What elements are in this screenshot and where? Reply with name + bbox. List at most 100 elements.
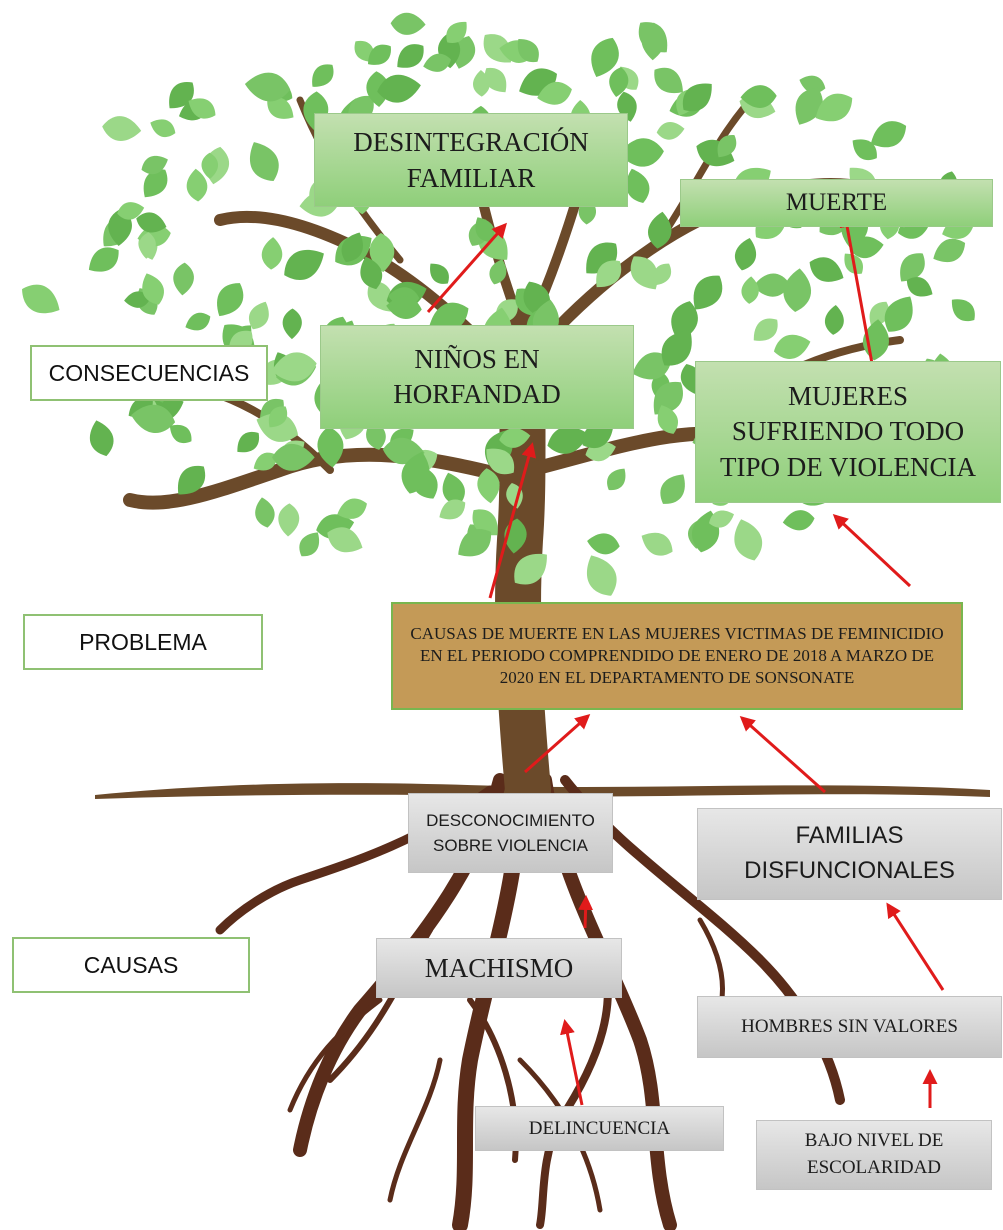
- leaf: [656, 122, 685, 140]
- leaf: [609, 67, 629, 97]
- leaf: [484, 67, 507, 93]
- leaf: [366, 71, 389, 107]
- leaf: [475, 217, 495, 243]
- leaf: [117, 202, 145, 220]
- leaf: [709, 510, 734, 528]
- leaf: [278, 503, 300, 537]
- leaf: [587, 555, 617, 596]
- leaf: [341, 232, 363, 263]
- leaf: [136, 212, 167, 233]
- leaf: [397, 44, 424, 68]
- leaf: [682, 83, 712, 112]
- leaf: [143, 169, 168, 198]
- leaf: [869, 301, 890, 327]
- leaf: [139, 232, 156, 259]
- leaf: [282, 308, 302, 340]
- leaf: [367, 281, 393, 312]
- leaf: [446, 21, 467, 44]
- leaf: [88, 247, 119, 272]
- leaf: [933, 238, 966, 263]
- arrow: [839, 212, 877, 381]
- leaf: [657, 405, 678, 434]
- consequence-desintegracion-familiar: DESINTEGRACIÓN FAMILIAR: [314, 113, 628, 207]
- leaf: [253, 452, 278, 471]
- leaf: [591, 37, 619, 77]
- leaf: [299, 532, 320, 557]
- cause-desconocimiento-sobre-violencia: DESCONOCIMIENTO SOBRE VIOLENCIA: [408, 793, 613, 873]
- cause-machismo: MACHISMO: [376, 938, 622, 998]
- leaf: [217, 283, 244, 317]
- cause-familias-disfuncionales: FAMILIAS DISFUNCIONALES: [697, 808, 1002, 900]
- leaf: [782, 510, 815, 531]
- leaf: [312, 64, 334, 87]
- leaf: [815, 93, 853, 122]
- leaf: [483, 34, 512, 63]
- arrow: [578, 895, 594, 929]
- leaf: [489, 259, 507, 285]
- consequence-muerte: MUERTE: [680, 179, 993, 227]
- leaf: [648, 211, 672, 249]
- leaf: [386, 296, 422, 319]
- leaf: [641, 532, 673, 556]
- leaf: [799, 75, 826, 94]
- leaf: [131, 404, 176, 434]
- leaf: [795, 87, 823, 125]
- leaf: [740, 85, 777, 108]
- leaf: [185, 312, 211, 331]
- arrow: [560, 1019, 584, 1106]
- leaf: [317, 426, 344, 468]
- arrow: [832, 513, 912, 588]
- leaf: [671, 301, 698, 342]
- leaf: [849, 236, 884, 258]
- leaf: [654, 67, 683, 94]
- leaf: [951, 299, 975, 321]
- leaf: [188, 98, 216, 119]
- leaf: [741, 276, 759, 304]
- leaf: [660, 474, 685, 504]
- leaf: [124, 291, 151, 308]
- leaf: [173, 262, 194, 296]
- leaf: [653, 263, 672, 286]
- consequence-mujeres-sufriendo-violencia: MUJERES SUFRIENDO TODO TIPO DE VIOLENCIA: [695, 361, 1001, 503]
- leaf: [249, 142, 279, 182]
- consequence-ninos-en-horfandad: NIÑOS EN HORFANDAD: [320, 325, 634, 429]
- leaf: [783, 268, 811, 312]
- leaf: [261, 237, 283, 270]
- leaf: [693, 275, 723, 310]
- leaf: [773, 334, 811, 359]
- leaf: [177, 465, 206, 495]
- leaf: [142, 273, 164, 305]
- leaf: [284, 250, 324, 280]
- leaf: [514, 553, 547, 585]
- leaf: [267, 97, 294, 119]
- leaf: [734, 238, 757, 271]
- leaf: [906, 277, 933, 297]
- leaf: [734, 519, 763, 561]
- leaf: [271, 352, 317, 382]
- leaf: [641, 22, 666, 61]
- leaf: [430, 263, 449, 284]
- leaf: [337, 498, 367, 519]
- label-problema: PROBLEMA: [23, 614, 263, 670]
- arrow: [524, 714, 591, 774]
- arrow: [739, 716, 826, 794]
- leaf: [661, 330, 692, 366]
- arrow: [488, 442, 537, 599]
- leaf: [268, 406, 288, 428]
- leaf: [824, 305, 844, 335]
- leaf: [369, 232, 395, 273]
- leaf: [429, 302, 469, 331]
- leaf: [249, 301, 269, 330]
- leaf: [753, 273, 791, 297]
- leaf: [607, 468, 626, 491]
- leaf: [186, 168, 208, 202]
- label-consecuencias: CONSECUENCIAS: [30, 345, 268, 401]
- leaf: [169, 425, 192, 444]
- leaf: [390, 12, 426, 35]
- leaf: [619, 138, 664, 167]
- leaf: [256, 413, 298, 442]
- cause-delincuencia: DELINCUENCIA: [475, 1106, 724, 1151]
- leaf: [486, 448, 515, 475]
- leaf: [327, 527, 363, 553]
- arrows: [426, 212, 945, 1108]
